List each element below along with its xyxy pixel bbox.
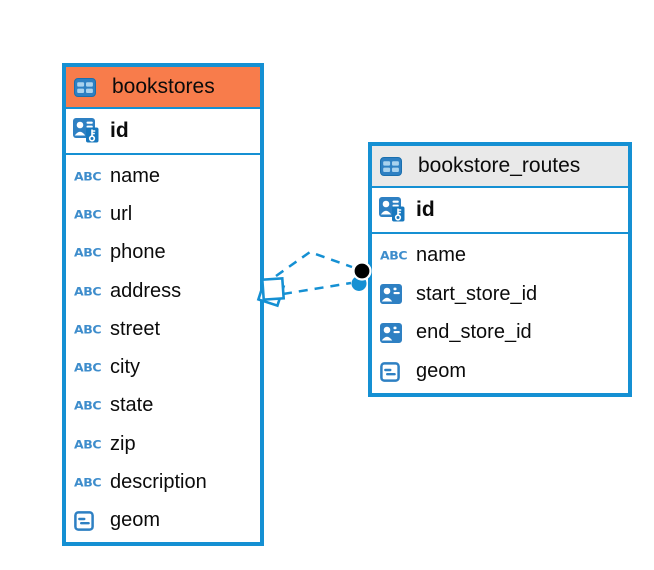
relationship-line-upper[interactable] (275, 250, 353, 278)
table-title: bookstore_routes (418, 154, 581, 177)
reference-type-icon (380, 323, 409, 343)
column-name: geom (416, 360, 467, 383)
text-type-icon: ABC (74, 475, 102, 490)
column-row[interactable]: ABC state (66, 387, 260, 425)
table-bookstore-routes-header[interactable]: bookstore_routes (372, 146, 628, 188)
column-row[interactable]: ABC url (66, 195, 260, 233)
text-type-icon: ABC (74, 169, 102, 184)
column-row[interactable]: geom (66, 502, 260, 540)
column-row[interactable]: ABC name (372, 236, 628, 275)
column-name: id (110, 119, 129, 142)
text-type-icon: ABC (380, 248, 408, 263)
primary-key-icon (379, 197, 408, 223)
column-name: name (110, 164, 161, 187)
column-name: end_store_id (416, 321, 532, 344)
table-icon (74, 78, 103, 97)
column-name: city (110, 356, 140, 379)
text-type-icon: ABC (74, 437, 102, 452)
column-name: geom (110, 509, 161, 532)
text-type-icon: ABC (74, 284, 102, 298)
table-bookstore-routes[interactable]: bookstore_routes id ABC name start_store… (368, 142, 632, 397)
column-name: url (110, 202, 133, 225)
column-name: street (110, 317, 161, 340)
column-name: id (416, 198, 435, 221)
text-type-icon: ABC (74, 207, 102, 222)
text-type-icon: ABC (74, 399, 102, 413)
text-type-icon: ABC (74, 245, 102, 260)
column-name: name (416, 243, 467, 266)
table-icon (380, 157, 409, 176)
column-name: description (110, 471, 207, 494)
relationship-line-lower[interactable] (282, 281, 352, 296)
table-bookstores[interactable]: bookstores id ABC name ABC url ABC phone… (62, 63, 264, 546)
column-row[interactable]: ABC phone (66, 234, 260, 272)
column-row[interactable]: ABC description (66, 463, 260, 501)
text-type-icon: ABC (74, 322, 102, 337)
column-row[interactable]: ABC street (66, 310, 260, 348)
column-name: state (110, 394, 154, 417)
column-row-primary-key[interactable]: id (372, 188, 628, 234)
column-row[interactable]: geom (372, 352, 628, 391)
geometry-type-icon (380, 362, 409, 382)
column-row[interactable]: ABC name (66, 157, 260, 195)
column-list: ABC name ABC url ABC phone ABC address A… (66, 155, 260, 542)
column-name: address (110, 279, 182, 302)
column-row[interactable]: start_store_id (372, 275, 628, 314)
column-row[interactable]: ABC zip (66, 425, 260, 463)
table-bookstores-header[interactable]: bookstores (66, 67, 260, 109)
column-row-primary-key[interactable]: id (66, 109, 260, 155)
geometry-type-icon (74, 511, 103, 531)
column-row[interactable]: ABC city (66, 348, 260, 386)
column-list: ABC name start_store_id end_store_id geo… (372, 234, 628, 393)
column-row[interactable]: ABC address (66, 272, 260, 310)
text-type-icon: ABC (74, 360, 102, 375)
column-name: start_store_id (416, 282, 538, 305)
reference-type-icon (380, 284, 409, 304)
primary-key-icon (73, 118, 102, 144)
column-name: zip (110, 432, 136, 455)
column-name: phone (110, 241, 166, 264)
table-title: bookstores (112, 75, 215, 98)
column-row[interactable]: end_store_id (372, 314, 628, 353)
